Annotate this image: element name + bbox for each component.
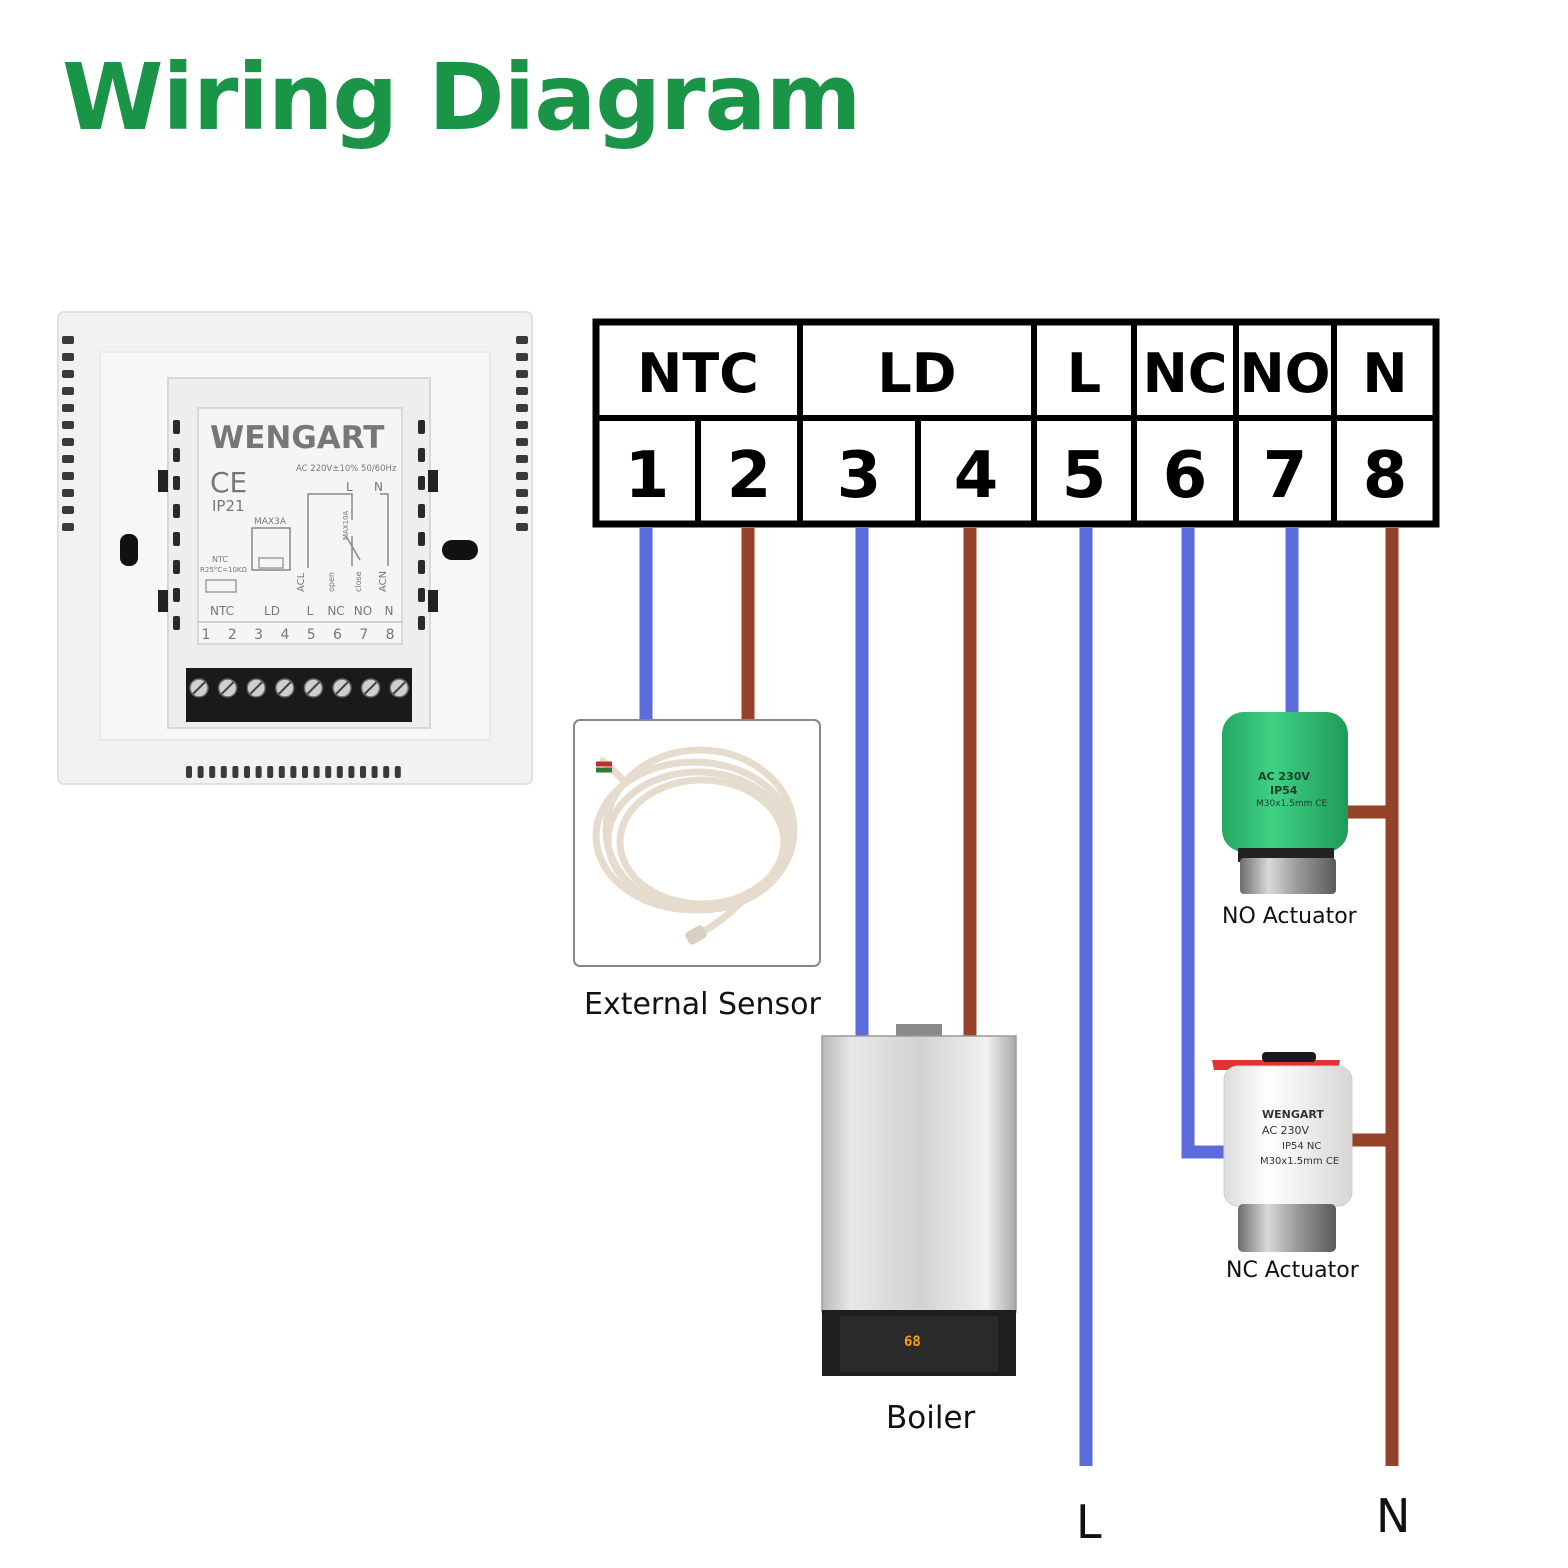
boiler-body [821, 1035, 1017, 1313]
vent-slots-right [516, 336, 528, 531]
terminal-number-8: 8 [1363, 439, 1408, 513]
close-label: close [354, 571, 363, 592]
no-actuator: AC 230V IP54 M30x1.5mm CE NO Actuator [1222, 712, 1358, 929]
clips-left [158, 420, 180, 630]
page-title: Wiring Diagram [62, 44, 861, 151]
terminal-number-1: 1 [625, 439, 670, 513]
ntc-resistor-symbol [205, 579, 237, 593]
ld-connector-icon [258, 557, 284, 569]
terminal-group-n: N [1362, 342, 1407, 405]
relay-l-label: L [346, 480, 353, 494]
terminal-number-4: 4 [954, 439, 999, 513]
thermostat-terminal-number: 6 [333, 627, 342, 643]
thermostat-terminal-number: 1 [202, 627, 211, 643]
nc-actuator: WENGART AC 230V IP54 NC M30x1.5mm CE NC … [1212, 1052, 1360, 1283]
thermostat-group-labels: NTC LD L NC NO N [198, 604, 402, 623]
thermostat-terminal-number: 2 [228, 627, 237, 643]
wire-terminal-6-nc [1181, 528, 1226, 1159]
nc-actuator-thread [1238, 1204, 1336, 1252]
thermostat-back-panel: WENGART CE IP21 AC 220V±10% 50/60Hz MAX3… [57, 311, 533, 785]
no-actuator-thread-spec: M30x1.5mm CE [1256, 799, 1328, 809]
no-actuator-thread [1240, 858, 1336, 894]
sensor-probe [685, 925, 707, 945]
terminal-group-ntc: NTC [637, 342, 759, 405]
open-label: open [327, 572, 336, 592]
terminal-number-2: 2 [727, 439, 772, 513]
no-actuator-voltage: AC 230V [1258, 770, 1310, 783]
ntc-spec: R25°C=10KΩ [200, 566, 248, 574]
boiler-label: Boiler [886, 1400, 976, 1436]
thermostat-terminal-numbers: 1 2 3 4 5 6 7 8 [202, 627, 395, 643]
wires [639, 528, 1399, 1466]
nc-actuator-button [1262, 1052, 1316, 1062]
screw-terminal-strip [186, 668, 412, 722]
clips-right [418, 420, 438, 630]
thermostat-terminal-number: 7 [359, 627, 368, 643]
no-actuator-ip: IP54 [1270, 784, 1298, 797]
terminal-group-ld: LD [877, 342, 956, 405]
supply-neutral-label: N [1376, 1489, 1410, 1543]
nc-actuator-label: NC Actuator [1226, 1258, 1360, 1283]
vent-slots-bottom [186, 766, 401, 778]
acn-label: ACN [378, 571, 389, 592]
terminal-number-6: 6 [1163, 439, 1208, 513]
terminal-group-nc: NC [1143, 342, 1228, 405]
ce-mark: CE [210, 466, 247, 499]
supply-live-label: L [1076, 1495, 1102, 1549]
boiler-display-readout: 68 [904, 1334, 921, 1350]
thermostat-group-label: NO [354, 604, 372, 618]
no-actuator-label: NO Actuator [1222, 904, 1358, 929]
vent-slots-left [62, 336, 74, 531]
thermostat-group-label: NC [327, 604, 344, 618]
no-actuator-body [1222, 712, 1348, 852]
nc-actuator-thread-spec: M30x1.5mm CE [1260, 1156, 1339, 1167]
terminal-screws [189, 678, 409, 698]
relay-circuit-symbol [307, 493, 389, 568]
thermostat-group-label: NTC [210, 604, 234, 618]
power-rating: AC 220V±10% 50/60Hz [296, 464, 397, 474]
thermostat-terminal-number: 3 [254, 627, 263, 643]
thermostat-brand: WENGART [210, 420, 384, 456]
relay-max-rating: MAX10A [342, 510, 350, 540]
terminal-group-no: NO [1239, 342, 1330, 405]
relay-n-label: N [374, 480, 383, 494]
ip-rating: IP21 [212, 497, 245, 515]
thermostat-group-label: LD [264, 604, 280, 618]
mount-hole-left [120, 534, 138, 566]
terminal-number-3: 3 [837, 439, 882, 513]
terminal-group-l: L [1067, 342, 1101, 405]
nc-actuator-voltage: AC 230V [1262, 1124, 1310, 1137]
nc-actuator-ip: IP54 NC [1282, 1141, 1321, 1152]
thermostat-group-label: L [307, 604, 314, 618]
mount-hole-right [442, 540, 478, 560]
acl-label: ACL [296, 572, 307, 592]
thermostat-terminal-number: 5 [307, 627, 316, 643]
thermostat-group-label: N [385, 604, 394, 618]
boiler: 68 Boiler [821, 1024, 1017, 1436]
terminal-block-frame [592, 318, 1440, 528]
terminal-number-7: 7 [1263, 439, 1308, 513]
ld-terminal-symbol [251, 527, 291, 571]
sensor-label: External Sensor [584, 987, 822, 1022]
external-sensor: External Sensor [573, 719, 822, 1022]
nc-actuator-brand: WENGART [1262, 1108, 1324, 1121]
ld-max-rating: MAX3A [254, 517, 287, 527]
ntc-label-small: NTC [212, 555, 228, 564]
thermostat-terminal-number: 8 [386, 627, 395, 643]
boiler-display-area [840, 1316, 998, 1372]
terminal-number-5: 5 [1062, 439, 1107, 513]
thermostat-terminal-number: 4 [280, 627, 289, 643]
